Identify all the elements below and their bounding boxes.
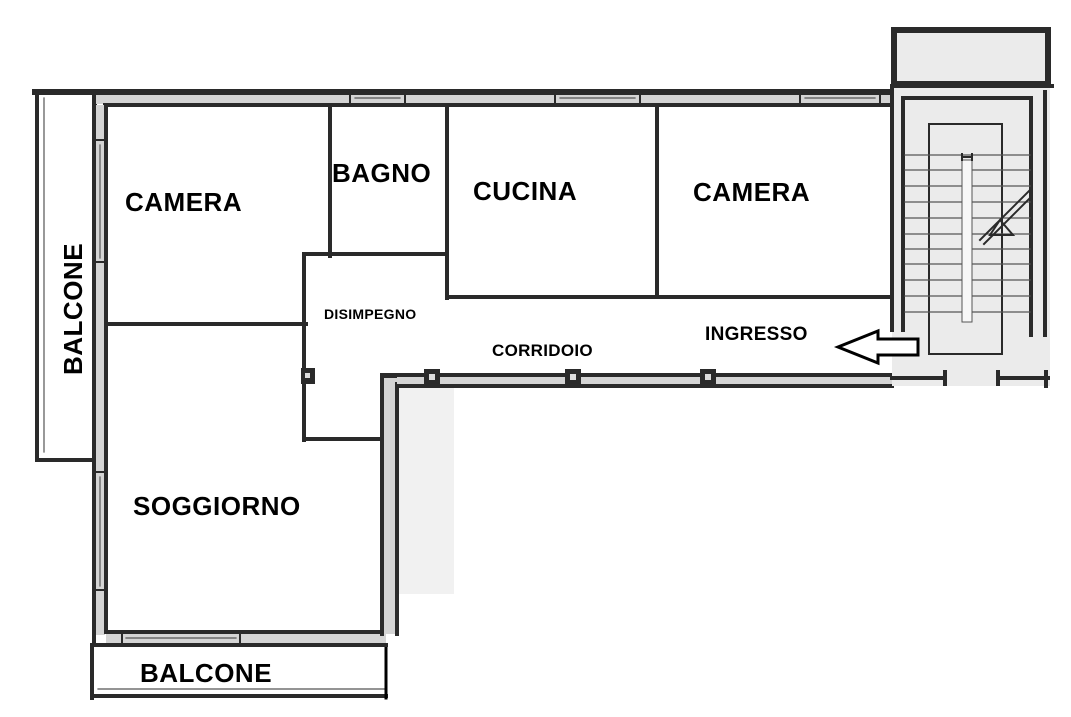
stairwell (890, 27, 1054, 388)
room-label-disimpegno: DISIMPEGNO (324, 306, 416, 322)
room-label-cucina: CUCINA (473, 176, 577, 206)
courtyard-shade (398, 384, 454, 594)
room-label-corridoio: CORRIDOIO (492, 341, 593, 360)
room-label-camera-1: CAMERA (125, 187, 242, 217)
soggiorno-bottom-wall (90, 630, 388, 647)
soggiorno-right-wall (380, 374, 399, 636)
room-label-soggiorno: SOGGIORNO (133, 491, 301, 521)
room-label-bagno: BAGNO (332, 158, 431, 188)
entrance-arrow-icon (833, 328, 920, 366)
balcone-bottom-structure (90, 643, 388, 700)
top-exterior-wall (32, 89, 893, 107)
left-exterior-wall (92, 90, 108, 647)
room-label-ingresso: INGRESSO (705, 324, 808, 345)
interior-walls (104, 103, 892, 442)
room-label-balcone-bottom: BALCONE (140, 658, 272, 688)
corridor-bottom-wall (380, 369, 894, 388)
room-label-camera-2: CAMERA (693, 177, 810, 207)
room-label-balcone-left: BALCONE (58, 243, 88, 375)
